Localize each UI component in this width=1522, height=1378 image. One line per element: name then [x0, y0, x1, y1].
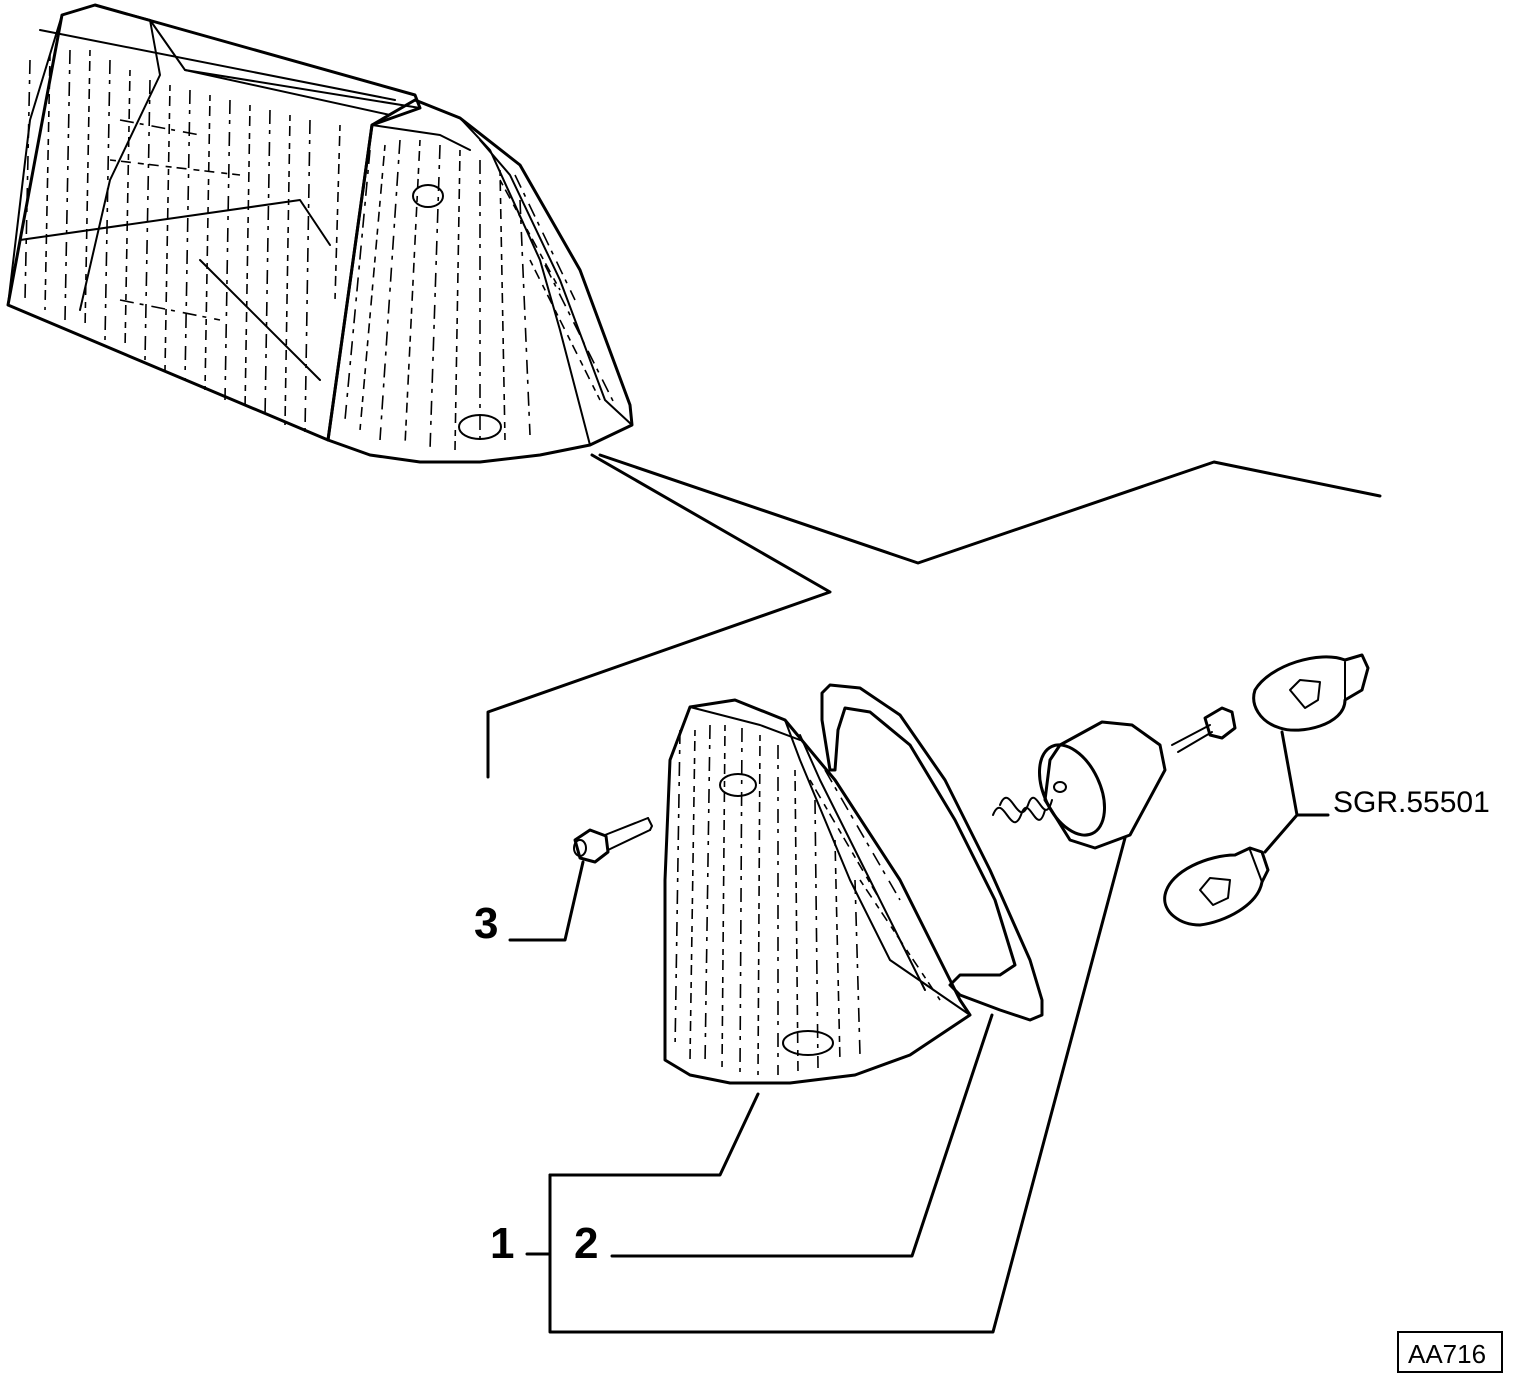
lens-unit	[663, 698, 972, 1085]
callout-part-1: 1	[490, 1219, 514, 1268]
callout-bulb-reference: SGR.55501	[1333, 786, 1490, 819]
zoom-leader-lines	[486, 453, 1382, 779]
bulb-lower	[1163, 846, 1270, 927]
fixing-screw	[573, 817, 653, 864]
drawing-code-box: AA716	[1397, 1331, 1503, 1373]
holder-screw	[1171, 706, 1237, 753]
gasket	[820, 683, 1044, 1022]
bulb-holder	[992, 720, 1167, 850]
assembled-light-cluster	[6, 3, 634, 464]
bulb-upper	[1252, 653, 1370, 732]
callout-part-2: 2	[574, 1219, 598, 1268]
callout-leaders	[508, 730, 1330, 1334]
callout-part-3: 3	[474, 899, 498, 948]
drawing-code-label: AA716	[1408, 1339, 1486, 1369]
